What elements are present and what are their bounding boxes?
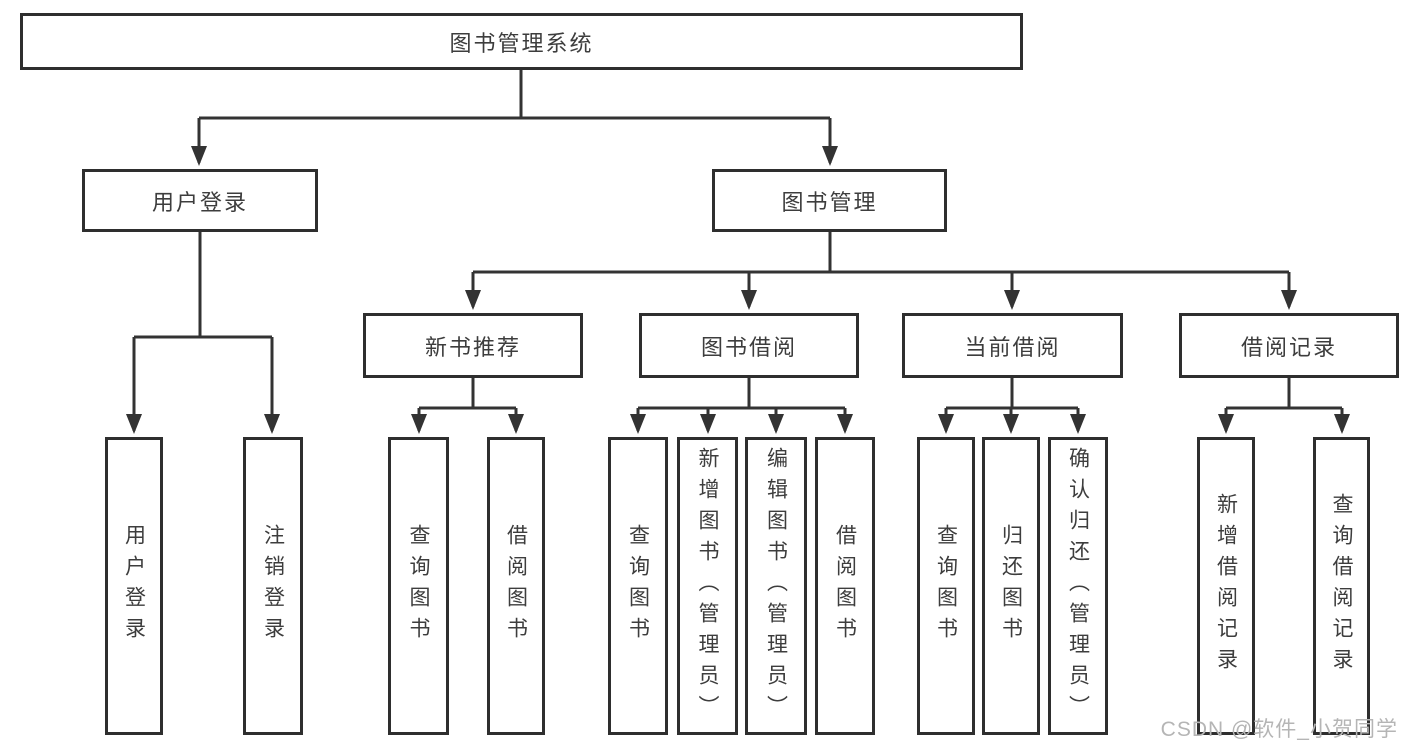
- node-label: 图书管理系统: [449, 30, 594, 56]
- leaf-query-books-recommend: 查询图书: [388, 437, 449, 735]
- node-label: 图书借阅: [700, 334, 797, 360]
- leaf-borrow-books-recommend: 借阅图书: [487, 437, 545, 735]
- node-borrowing-records: 借阅记录: [1179, 313, 1399, 378]
- node-label: 用户登录: [151, 189, 248, 215]
- node-book-borrowing: 图书借阅: [639, 313, 859, 378]
- node-label: 借阅图书: [504, 524, 528, 648]
- leaf-return-books: 归还图书: [982, 437, 1040, 735]
- node-label: 新增借阅记录: [1214, 493, 1238, 679]
- leaf-query-books-borrowing: 查询图书: [608, 437, 668, 735]
- leaf-edit-books-admin: 编辑图书（管理员）: [745, 437, 807, 735]
- leaf-confirm-return-admin: 确认归还（管理员）: [1048, 437, 1108, 735]
- node-label: 借阅图书: [833, 524, 857, 648]
- node-user-login: 用户登录: [82, 169, 318, 232]
- node-label: 查询借阅记录: [1330, 493, 1353, 679]
- node-label: 编辑图书（管理员）: [764, 446, 788, 726]
- node-label: 确认归还（管理员）: [1066, 446, 1090, 726]
- leaf-query-books-current: 查询图书: [917, 437, 975, 735]
- leaf-user-login: 用户登录: [105, 437, 163, 735]
- node-label: 当前借阅: [964, 334, 1061, 360]
- node-label: 查询图书: [934, 524, 958, 648]
- leaf-add-borrowing-record: 新增借阅记录: [1197, 437, 1255, 735]
- node-label: 用户登录: [122, 524, 146, 648]
- node-library-management-system: 图书管理系统: [20, 13, 1023, 70]
- node-new-book-recommendation: 新书推荐: [363, 313, 583, 378]
- leaf-add-books-admin: 新增图书（管理员）: [677, 437, 738, 735]
- csdn-watermark: CSDN @软件_小贺同学: [1160, 718, 1398, 741]
- node-book-management: 图书管理: [712, 169, 947, 232]
- node-label: 借阅记录: [1240, 334, 1337, 360]
- node-label: 查询图书: [407, 524, 430, 648]
- leaf-borrow-books-borrowing: 借阅图书: [815, 437, 875, 735]
- node-current-borrowing: 当前借阅: [902, 313, 1123, 378]
- node-label: 新增图书（管理员）: [696, 446, 719, 726]
- node-label: 查询图书: [626, 524, 650, 648]
- node-label: 归还图书: [999, 524, 1023, 648]
- node-label: 新书推荐: [424, 334, 521, 360]
- node-label: 图书管理: [781, 189, 878, 215]
- leaf-logout-login: 注销登录: [243, 437, 303, 735]
- leaf-query-borrowing-record: 查询借阅记录: [1313, 437, 1370, 735]
- node-label: 注销登录: [261, 524, 285, 648]
